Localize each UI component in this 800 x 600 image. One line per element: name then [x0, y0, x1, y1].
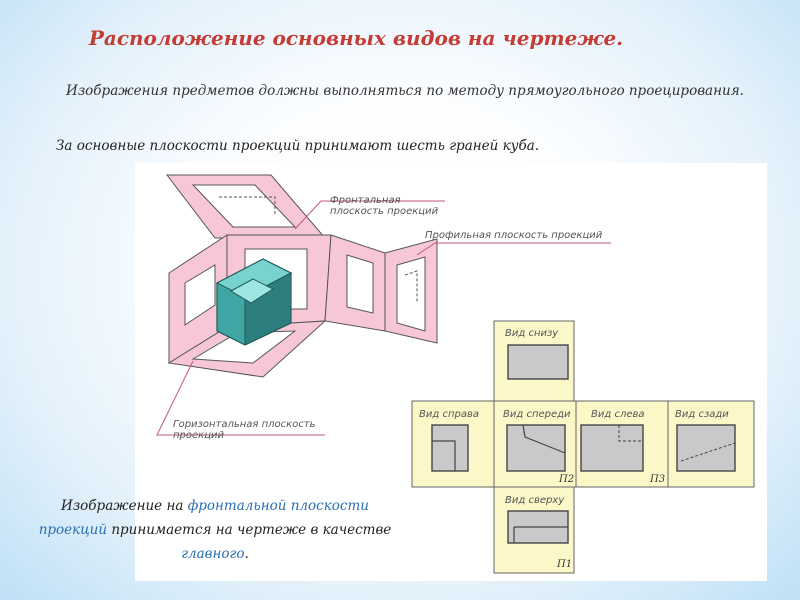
horizontal-label-line — [156, 360, 325, 436]
note-highlight-main: главного — [181, 546, 245, 562]
bottom-view-drawing — [507, 344, 569, 380]
note-text-3: . — [244, 546, 249, 562]
front-view-label: Вид спереди — [503, 409, 571, 420]
cube-faces-text: За основные плоскости проекций принимают… — [56, 138, 540, 154]
drawing-panel: Фронтальная плоскость проекций Профильна… — [135, 163, 767, 581]
back-view-drawing — [676, 424, 736, 472]
note-highlight-frontal: фронтальной плоскости проекций — [38, 498, 369, 538]
profile-plane-label: Профильная плоскость проекций — [425, 230, 603, 241]
plane-p2-label: П2 — [559, 474, 575, 485]
top-view-label: Вид сверху — [505, 495, 565, 506]
top-plane-inner — [191, 184, 297, 228]
note-text-2: принимается на чертеже в качестве — [107, 522, 392, 538]
right-view-label: Вид справа — [419, 409, 479, 420]
right-view-drawing — [431, 424, 469, 472]
frontal-plane-label: Фронтальная плоскость проекций — [330, 195, 439, 217]
left-view-label: Вид слева — [591, 409, 645, 420]
main-view-note: Изображение на фронтальной плоскости про… — [30, 494, 400, 566]
frontal-label-line — [294, 200, 445, 230]
left-view-drawing — [580, 424, 644, 472]
profile-label-line — [416, 242, 611, 256]
projection-drawing — [156, 174, 755, 574]
horizontal-plane-label: Горизонтальная плоскость проекций — [173, 419, 316, 441]
note-text-1: Изображение на — [61, 498, 188, 514]
back-view-label: Вид сзади — [675, 409, 729, 420]
plane-p3-label: П3 — [650, 474, 666, 485]
front-view-drawing — [506, 424, 566, 472]
page-title: Расположение основных видов на чертеже. — [88, 26, 624, 50]
intro-text: Изображения предметов должны выполняться… — [66, 83, 744, 99]
plane-p1-label: П1 — [557, 559, 573, 570]
bottom-view-label: Вид снизу — [505, 328, 559, 339]
